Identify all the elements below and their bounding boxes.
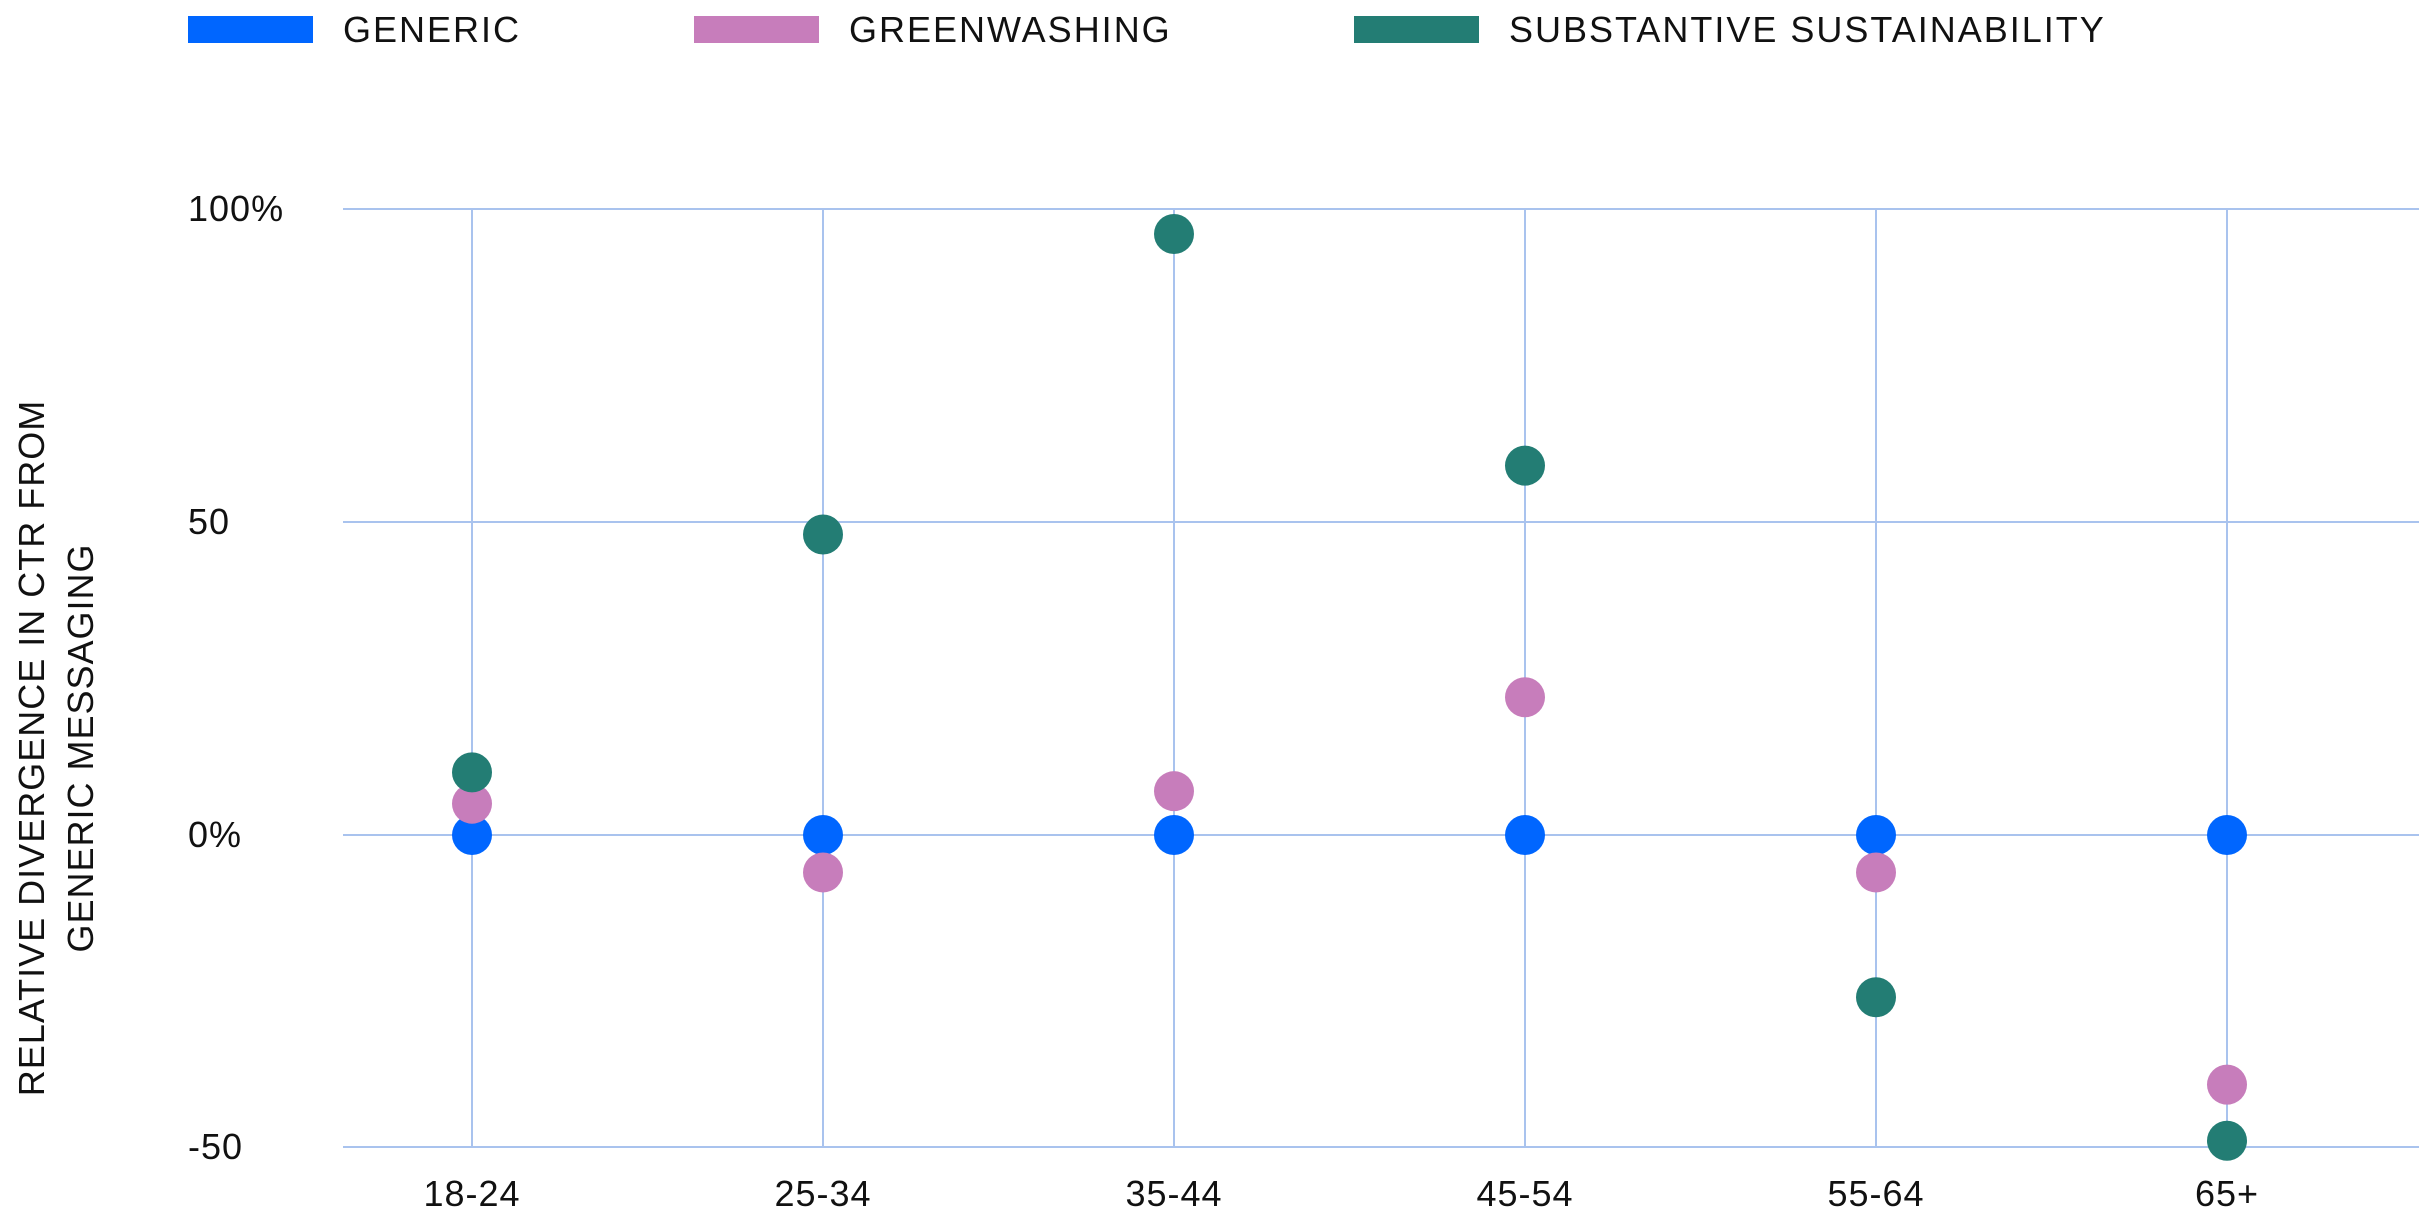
point-substantive-sustainability-18-24: [452, 752, 492, 793]
x-tick-label-3: 45-54: [1476, 1173, 1573, 1213]
point-greenwashing-45-54: [1505, 677, 1545, 718]
x-tick-label-4: 55-64: [1827, 1173, 1924, 1213]
legend-item-generic: GENERIC: [188, 9, 521, 50]
point-greenwashing-35-44: [1154, 771, 1194, 812]
legend-swatch-substantive-sustainability: [1354, 16, 1479, 43]
legend-label-substantive-sustainability: SUBSTANTIVE SUSTAINABILITY: [1509, 9, 2106, 50]
point-substantive-sustainability-45-54: [1505, 445, 1545, 486]
y-tick-label-3: -50: [188, 1126, 243, 1167]
point-generic-55-64: [1856, 815, 1896, 855]
y-axis-title-line-1: RELATIVE DIVERGENCE IN CTR FROM: [11, 400, 52, 1096]
x-tick-label-0: 18-24: [423, 1173, 520, 1213]
point-substantive-sustainability-35-44: [1154, 214, 1194, 255]
legend: GENERIC GREENWASHING SUBSTANTIVE SUSTAINAB…: [188, 9, 2106, 50]
x-tick-label-1: 25-34: [774, 1173, 871, 1213]
legend-label-greenwashing: GREENWASHING: [849, 9, 1172, 50]
series-greenwashing: [452, 677, 2247, 1105]
point-greenwashing-25-34: [803, 852, 843, 893]
y-axis: 100% 50 0% -50: [188, 188, 284, 1167]
x-axis: 18-24 25-34 35-44 45-54 55-64 65+: [423, 1173, 2259, 1213]
grid: [343, 208, 2419, 1148]
point-generic-35-44: [1154, 815, 1194, 855]
x-tick-label-2: 35-44: [1125, 1173, 1222, 1213]
y-tick-label-1: 50: [188, 501, 230, 542]
legend-swatch-generic: [188, 16, 313, 43]
y-axis-title-line-2: GENERIC MESSAGING: [60, 543, 101, 952]
x-tick-label-5: 65+: [2195, 1173, 2259, 1213]
legend-item-greenwashing: GREENWASHING: [694, 9, 1172, 50]
point-generic-65: [2207, 815, 2247, 855]
data-points: [452, 214, 2247, 1161]
point-substantive-sustainability-65: [2207, 1120, 2247, 1161]
legend-swatch-greenwashing: [694, 16, 819, 43]
point-substantive-sustainability-55-64: [1856, 977, 1896, 1018]
y-tick-label-0: 100%: [188, 188, 284, 229]
point-greenwashing-65: [2207, 1064, 2247, 1105]
point-substantive-sustainability-25-34: [803, 514, 843, 555]
legend-item-substantive-sustainability: SUBSTANTIVE SUSTAINABILITY: [1354, 9, 2106, 50]
y-tick-label-2: 0%: [188, 814, 242, 855]
series-substantive-sustainability: [452, 214, 2247, 1161]
point-greenwashing-55-64: [1856, 852, 1896, 893]
point-greenwashing-18-24: [452, 783, 492, 824]
point-generic-45-54: [1505, 815, 1545, 855]
point-generic-25-34: [803, 815, 843, 855]
legend-label-generic: GENERIC: [343, 9, 521, 50]
point-generic-18-24: [452, 815, 492, 855]
series-generic: [452, 815, 2247, 855]
